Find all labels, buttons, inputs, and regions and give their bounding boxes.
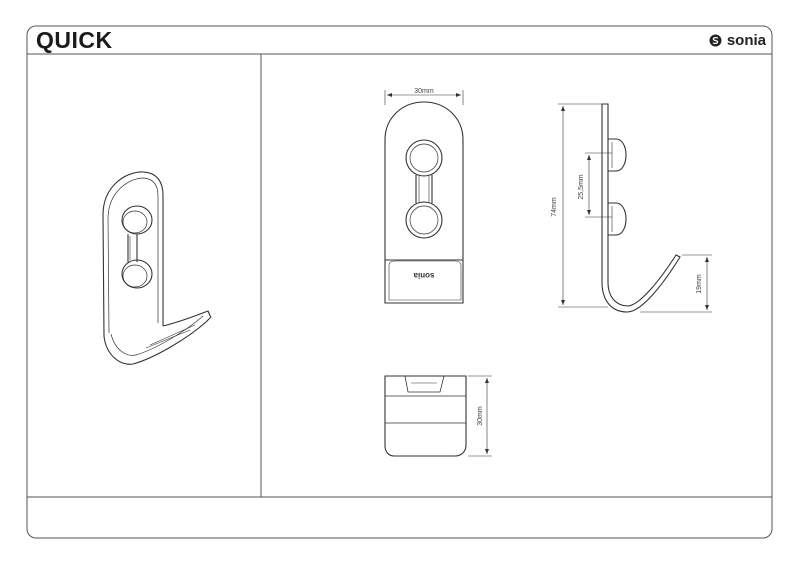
- bottom-notch: [404, 375, 445, 393]
- front-engraving: sonia: [413, 271, 434, 280]
- side-hook-dim-label: 19mm: [696, 274, 703, 294]
- page-title: QUICK: [36, 27, 113, 53]
- side-view: [558, 103, 712, 313]
- isometric-view: [102, 171, 212, 365]
- sonia-logo-icon: [709, 34, 722, 47]
- brand-logo: sonia: [709, 32, 766, 49]
- iso-plate-inner: [107, 177, 159, 334]
- side-plate-and-hook: [601, 103, 681, 313]
- front-upper-cap: [405, 139, 443, 177]
- side-upper-cap: [608, 138, 627, 172]
- front-plate: [384, 101, 464, 304]
- side-total-dim-label: 74mm: [551, 197, 558, 217]
- bottom-depth-dim-label: 30mm: [477, 406, 484, 426]
- side-spacing-dim-label: 25,5mm: [578, 174, 585, 199]
- iso-plate-outline: [102, 171, 164, 337]
- front-lower-cap: [405, 201, 443, 239]
- bottom-view: [384, 375, 492, 457]
- iso-hook-inner: [162, 310, 212, 327]
- iso-hook-outer: [103, 317, 211, 365]
- front-width-dim-label: 30mm: [414, 88, 434, 95]
- front-view: [384, 90, 464, 304]
- bottom-outline: [384, 375, 467, 457]
- side-lower-cap: [608, 202, 627, 236]
- brand-name: sonia: [726, 32, 766, 49]
- sheet-border: [26, 25, 773, 539]
